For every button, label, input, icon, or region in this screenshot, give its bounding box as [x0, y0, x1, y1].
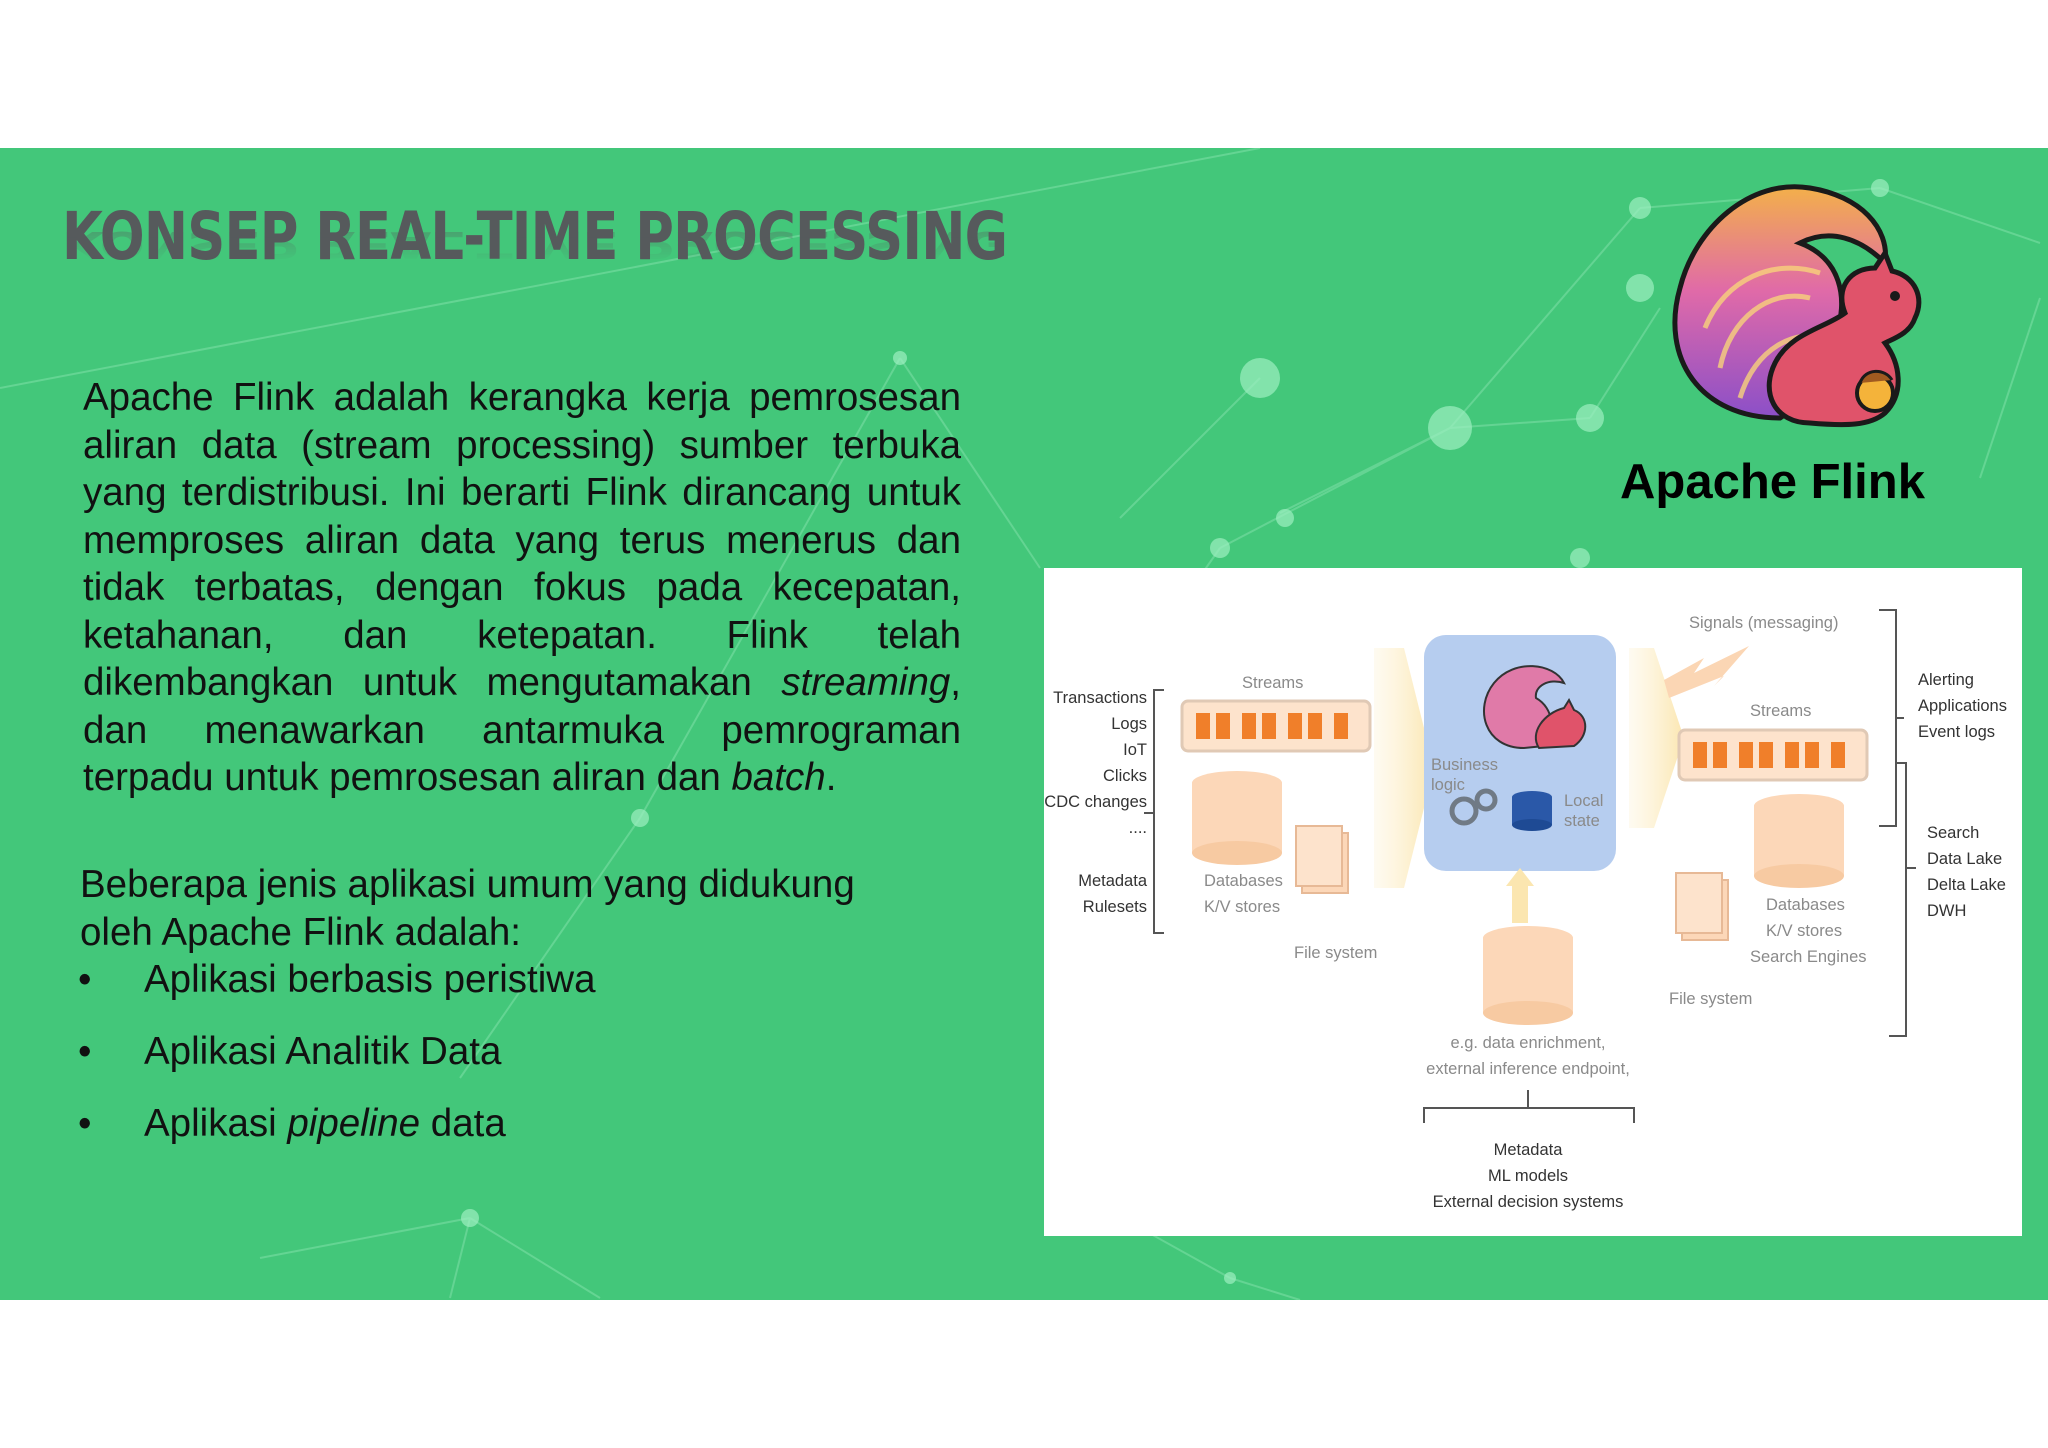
- svg-text:Databases: Databases: [1204, 872, 1283, 890]
- svg-text:External decision systems: External decision systems: [1433, 1193, 1624, 1211]
- list-item: •Aplikasi berbasis peristiwa: [78, 958, 596, 1001]
- bullet-dot: •: [78, 1102, 92, 1145]
- svg-text:Business: Business: [1431, 756, 1498, 774]
- svg-text:Clicks: Clicks: [1103, 767, 1147, 785]
- list-item: •Aplikasi Analitik Data: [78, 1030, 502, 1073]
- slide-title: KONSEP REAL-TIME PROCESSING: [62, 198, 1008, 275]
- svg-text:Data Lake: Data Lake: [1927, 850, 2002, 868]
- svg-text:K/V stores: K/V stores: [1766, 922, 1842, 940]
- network-background: [0, 148, 2041, 1300]
- svg-text:e.g. data enrichment,: e.g. data enrichment,: [1450, 1034, 1605, 1052]
- svg-text:File system: File system: [1294, 944, 1377, 962]
- svg-text:Search: Search: [1927, 824, 1979, 842]
- svg-text:Transactions: Transactions: [1053, 689, 1147, 707]
- list-item: •Aplikasi pipeline data: [78, 1102, 506, 1145]
- svg-text:state: state: [1564, 812, 1600, 830]
- svg-text:DWH: DWH: [1927, 902, 1966, 920]
- slide: KONSEP REAL-TIME PROCESSING KONSEP REAL-…: [0, 148, 2048, 1300]
- svg-text:Streams: Streams: [1750, 702, 1811, 720]
- svg-text:....: ....: [1129, 819, 1147, 837]
- svg-text:Delta Lake: Delta Lake: [1927, 876, 2006, 894]
- flink-squirrel-logo: [1672, 184, 1922, 428]
- svg-text:external inference endpoint,: external inference endpoint,: [1426, 1060, 1630, 1078]
- svg-text:CDC changes: CDC changes: [1044, 793, 1147, 811]
- flink-architecture-diagram: Transactions Logs IoT Clicks CDC changes…: [1044, 568, 2022, 1236]
- svg-text:Logs: Logs: [1111, 715, 1147, 733]
- gear-icon: [1449, 788, 1498, 826]
- svg-text:Metadata: Metadata: [1494, 1141, 1564, 1159]
- svg-text:Rulesets: Rulesets: [1083, 898, 1147, 916]
- svg-text:File system: File system: [1669, 990, 1752, 1008]
- svg-text:Streams: Streams: [1242, 674, 1303, 692]
- svg-text:Metadata: Metadata: [1078, 872, 1148, 890]
- svg-text:Applications: Applications: [1918, 697, 2007, 715]
- svg-text:Alerting: Alerting: [1918, 671, 1974, 689]
- applications-list: •Aplikasi berbasis peristiwa •Aplikasi A…: [78, 956, 596, 1172]
- logo-caption: Apache Flink: [1620, 455, 1925, 509]
- svg-text:IoT: IoT: [1123, 741, 1147, 759]
- svg-text:Search Engines: Search Engines: [1750, 948, 1867, 966]
- bullet-dot: •: [78, 1030, 92, 1073]
- description-paragraph: Apache Flink adalah kerangka kerja pemro…: [83, 376, 961, 799]
- source-labels: Transactions Logs IoT Clicks CDC changes…: [1044, 689, 1148, 916]
- slide-title-reflection: KONSEP REAL-TIME PROCESSING: [62, 229, 1008, 262]
- svg-text:logic: logic: [1431, 776, 1465, 794]
- svg-text:ML models: ML models: [1488, 1167, 1568, 1185]
- svg-text:Databases: Databases: [1766, 896, 1845, 914]
- svg-text:Event logs: Event logs: [1918, 723, 1995, 741]
- svg-text:K/V stores: K/V stores: [1204, 898, 1280, 916]
- svg-text:Signals (messaging): Signals (messaging): [1689, 614, 1838, 632]
- bullet-dot: •: [78, 958, 92, 1001]
- applications-intro: Beberapa jenis aplikasi umum yang diduku…: [80, 863, 855, 954]
- svg-text:Local: Local: [1564, 792, 1603, 810]
